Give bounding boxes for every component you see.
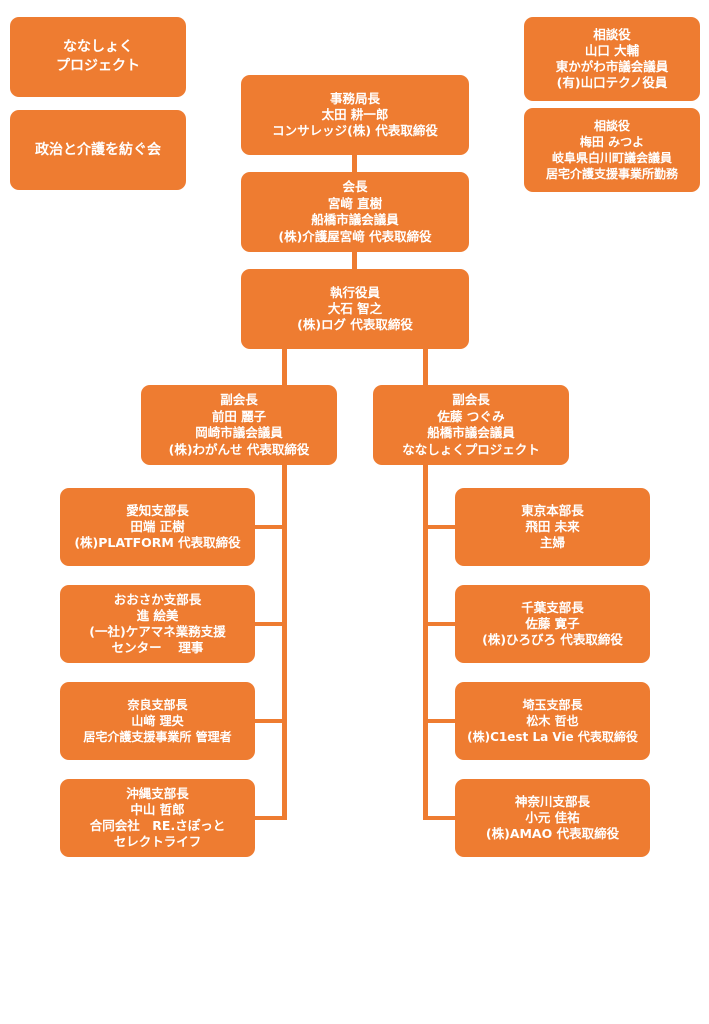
role: 副会長	[452, 392, 490, 407]
connector-right-branch	[423, 719, 458, 723]
branch-box: 愛知支部長 田端 正樹 (株)PLATFORM 代表取締役	[60, 488, 255, 566]
person-name: 佐藤 つぐみ	[437, 408, 505, 424]
org-name-line: プロジェクト	[56, 58, 140, 74]
affiliation: (有)山口テクノ役員	[556, 75, 668, 90]
role: おおさか支部長	[113, 592, 202, 607]
affiliation: (株)PLATFORM 代表取締役	[74, 535, 241, 550]
vice-chair-box: 副会長 前田 麗子 岡崎市議会議員 (株)わがんせ 代表取締役	[141, 385, 337, 465]
org-subtitle: 政治と介護を紡ぐ会	[35, 142, 161, 158]
affiliation: セレクトライフ	[113, 834, 202, 849]
person-name: 小元 佳祐	[525, 810, 580, 825]
person-name: 大石 智之	[327, 301, 383, 316]
vice-chair-box: 副会長 佐藤 つぐみ 船橋市議会議員 ななしょくプロジェクト	[373, 385, 569, 465]
connector-right-branch	[423, 622, 458, 626]
chairman-box: 会長 宮﨑 直樹 船橋市議会議員 (株)介護屋宮﨑 代表取締役	[241, 172, 469, 252]
executive-officer-box: 執行役員 大石 智之 (株)ログ 代表取締役	[241, 269, 469, 349]
connector-left-branch	[250, 719, 287, 723]
connector-left-branch	[250, 525, 287, 529]
connector-exec-left	[282, 345, 287, 390]
role: 愛知支部長	[126, 503, 189, 518]
connector-spine	[352, 150, 357, 185]
affiliation: 船橋市議会議員	[427, 425, 515, 440]
person-name: 中山 哲郎	[130, 802, 185, 817]
affiliation: 船橋市議会議員	[311, 212, 399, 227]
role: 相談役	[593, 27, 631, 42]
affiliation: (株)ログ 代表取締役	[297, 317, 413, 332]
connector-right-branch	[423, 525, 458, 529]
role: 副会長	[220, 392, 258, 407]
connector-exec-right	[423, 345, 428, 390]
connector-spine	[352, 245, 357, 275]
connector-right-trunk	[423, 460, 428, 820]
affiliation: センター 理事	[111, 640, 204, 655]
affiliation: コンサレッジ(株) 代表取締役	[272, 123, 438, 138]
person-name: 山﨑 理央	[131, 714, 184, 728]
advisor-box: 相談役 梅田 みつよ 岐阜県白川町議会議員 居宅介護支援事業所勤務	[524, 108, 700, 192]
affiliation: 岐阜県白川町議会議員	[551, 151, 672, 165]
role: 神奈川支部長	[514, 794, 590, 809]
org-name-box: ななしょく プロジェクト	[10, 17, 186, 97]
connector-left-branch	[250, 622, 287, 626]
affiliation: (株)ひろびろ 代表取締役	[482, 632, 623, 647]
connector-right-branch	[423, 816, 458, 820]
role: 執行役員	[329, 285, 380, 300]
person-name: 佐藤 寛子	[525, 616, 580, 631]
affiliation: 東かがわ市議会議員	[555, 59, 669, 74]
branch-box: おおさか支部長 進 絵美 (一社)ケアマネ業務支援 センター 理事	[60, 585, 255, 663]
role: 事務局長	[329, 91, 380, 106]
branch-box: 東京本部長 飛田 未来 主婦	[455, 488, 650, 566]
affiliation: 居宅介護支援事業所 管理者	[83, 730, 232, 744]
org-subtitle-box: 政治と介護を紡ぐ会	[10, 110, 186, 190]
role: 沖縄支部長	[126, 786, 189, 801]
affiliation: (株)わがんせ 代表取締役	[168, 441, 310, 457]
role: 東京本部長	[521, 503, 584, 518]
branch-box: 沖縄支部長 中山 哲郎 合同会社 RE.さぽっと セレクトライフ	[60, 779, 255, 857]
role: 会長	[342, 179, 368, 194]
affiliation: (株)C1est La Vie 代表取締役	[467, 730, 638, 744]
branch-box: 神奈川支部長 小元 佳祐 (株)AMAO 代表取締役	[455, 779, 650, 857]
role: 奈良支部長	[127, 698, 188, 712]
affiliation: 合同会社 RE.さぽっと	[89, 818, 226, 833]
person-name: 宮﨑 直樹	[327, 195, 383, 211]
org-name-line: ななしょく	[63, 39, 133, 55]
connector-left-trunk	[282, 460, 287, 820]
person-name: 松木 哲也	[526, 714, 579, 728]
affiliation: 居宅介護支援事業所勤務	[545, 167, 678, 181]
connector-left-branch	[250, 816, 287, 820]
person-name: 前田 麗子	[211, 408, 267, 424]
advisor-box: 相談役 山口 大輔 東かがわ市議会議員 (有)山口テクノ役員	[524, 17, 700, 101]
affiliation: 岡崎市議会議員	[195, 425, 283, 440]
secretary-general-box: 事務局長 太田 耕一郎 コンサレッジ(株) 代表取締役	[241, 75, 469, 155]
affiliation: (株)AMAO 代表取締役	[485, 826, 620, 841]
branch-box: 埼玉支部長 松木 哲也 (株)C1est La Vie 代表取締役	[455, 682, 650, 760]
person-name: 梅田 みつよ	[579, 135, 645, 149]
affiliation: (株)介護屋宮﨑 代表取締役	[278, 228, 432, 244]
branch-box: 千葉支部長 佐藤 寛子 (株)ひろびろ 代表取締役	[455, 585, 650, 663]
person-name: 山口 大輔	[584, 43, 640, 58]
person-name: 太田 耕一郎	[321, 107, 389, 122]
person-name: 田端 正樹	[130, 519, 185, 534]
role: 相談役	[593, 119, 630, 133]
branch-box: 奈良支部長 山﨑 理央 居宅介護支援事業所 管理者	[60, 682, 255, 760]
role: 埼玉支部長	[522, 698, 583, 712]
affiliation: ななしょくプロジェクト	[402, 441, 540, 457]
affiliation: (一社)ケアマネ業務支援	[89, 624, 226, 639]
role: 千葉支部長	[521, 600, 584, 615]
person-name: 進 絵美	[136, 608, 179, 623]
affiliation: 主婦	[539, 535, 565, 550]
person-name: 飛田 未来	[525, 519, 580, 534]
